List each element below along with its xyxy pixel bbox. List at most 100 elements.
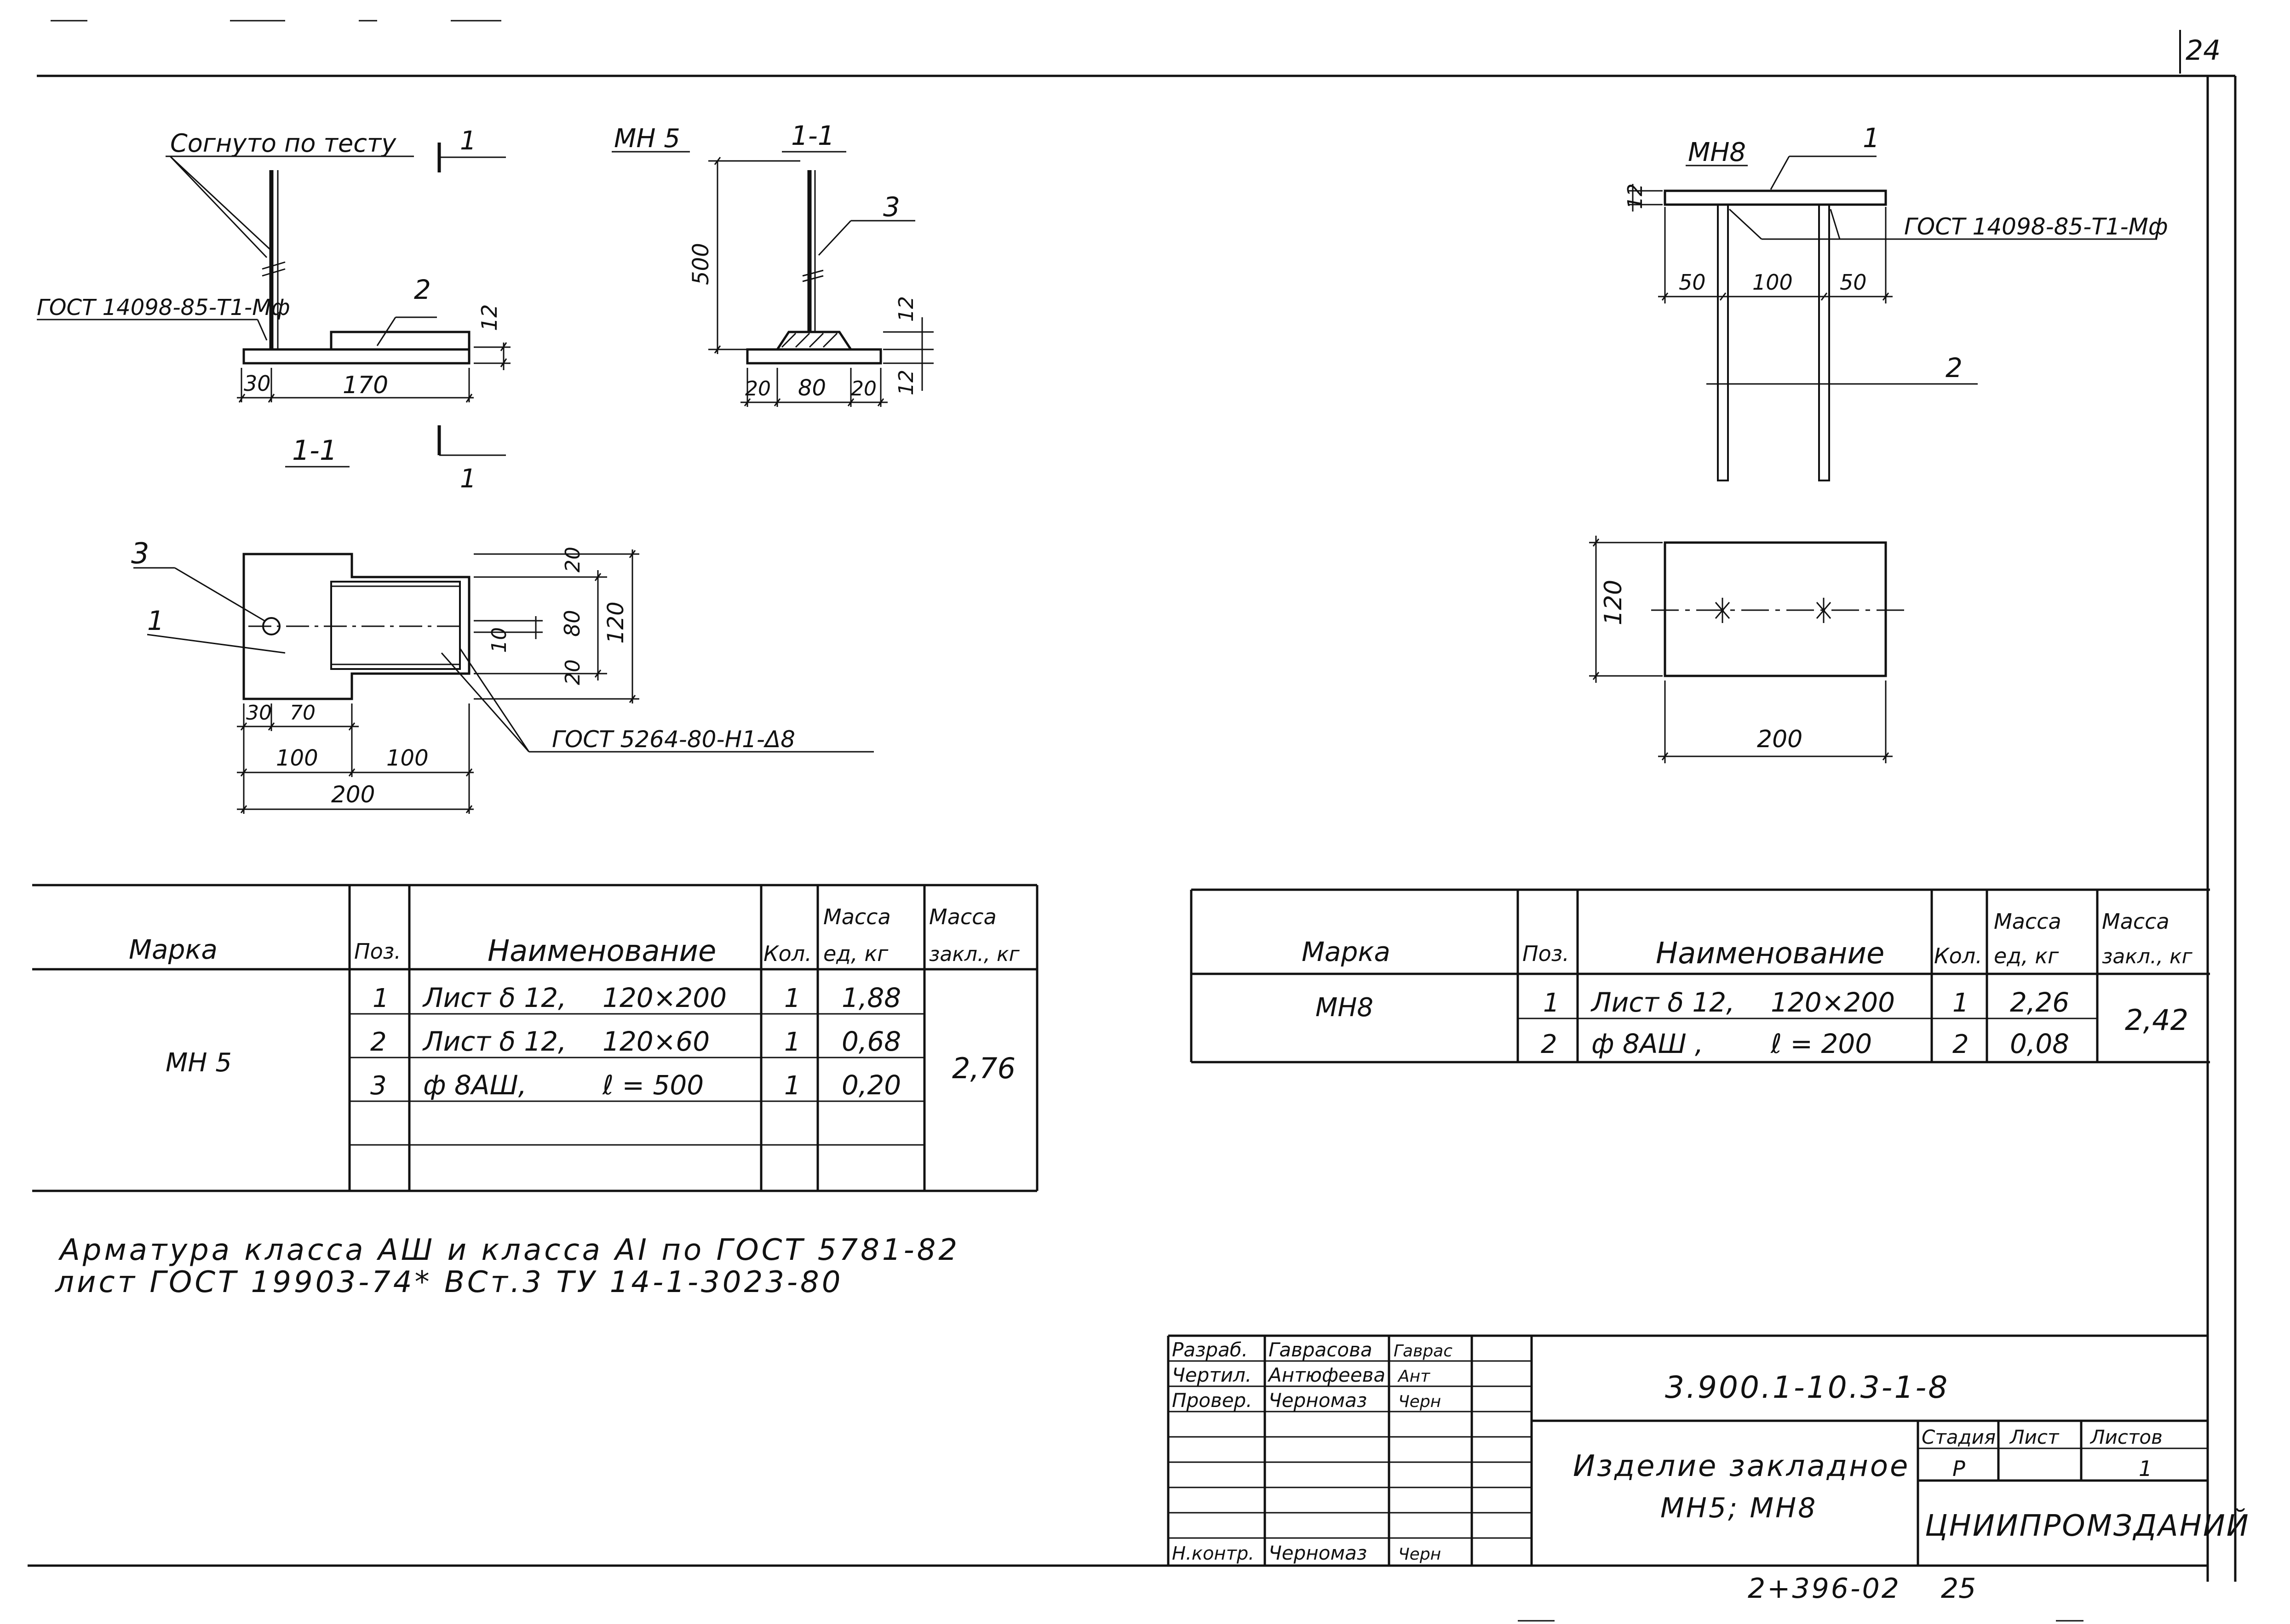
tb-title-line-1: Изделие закладное xyxy=(1573,1449,1910,1483)
t1-head-name: Наименование xyxy=(488,934,716,968)
plan-pos-3: 3 xyxy=(131,537,149,570)
section-caption: 1-1 xyxy=(292,435,337,467)
mn8-plan-dim-120: 120 xyxy=(1600,580,1627,625)
t2-r2-size: ℓ = 200 xyxy=(1770,1028,1872,1059)
tb-role-3: Провер. xyxy=(1172,1389,1252,1412)
plan-dim-20-top: 20 xyxy=(561,547,585,572)
plan-weld-gost: ГОСТ 5264-80-Н1-Δ8 xyxy=(552,726,795,753)
tb-sign-3: Черн xyxy=(1398,1392,1441,1411)
t2-r2-pos: 2 xyxy=(1541,1029,1557,1059)
dim-500: 500 xyxy=(688,243,714,285)
mn5-elevation-view: Согнуто по тесту 1 1 1-1 ГОСТ 14098-85-Т… xyxy=(37,126,511,494)
t1-r3-name: ф 8АШ, xyxy=(423,1069,527,1101)
t2-r1-qty: 1 xyxy=(1952,988,1969,1018)
weld-gost-label: ГОСТ 14098-85-Т1-Мф xyxy=(37,295,290,320)
t1-r2-qty: 1 xyxy=(784,1027,801,1057)
mn8-dim-12: 12 xyxy=(1624,183,1647,209)
tb-organization: ЦНИИПРОМЗДАНИЙ xyxy=(1925,1508,2250,1543)
t2-head-mark: Марка xyxy=(1302,936,1390,967)
t1-head-mark: Марка xyxy=(129,934,218,965)
t2-r2-name: ф 8АШ , xyxy=(1591,1028,1704,1059)
mn8-pos-1: 1 xyxy=(1863,122,1880,154)
dim-20-left: 20 xyxy=(745,377,771,400)
t2-r1-size: 120×200 xyxy=(1771,987,1895,1018)
tb-role-4: Н.контр. xyxy=(1172,1543,1254,1564)
tb-name-4: Черномаз xyxy=(1268,1542,1367,1564)
sheet-number: 24 xyxy=(2186,34,2221,67)
mn8-dim-100: 100 xyxy=(1752,270,1793,295)
t1-r1-name: Лист δ 12, xyxy=(422,982,567,1013)
t1-r1-mass: 1,88 xyxy=(842,982,901,1013)
mn8-pos-2: 2 xyxy=(1946,352,1963,383)
tb-role-2: Чертил. xyxy=(1172,1364,1251,1386)
t1-r3-size: ℓ = 500 xyxy=(602,1069,704,1101)
dim-20-right: 20 xyxy=(851,377,877,400)
tb-title-line-2: МН5; МН8 xyxy=(1660,1492,1817,1524)
t1-r1-size: 120×200 xyxy=(603,982,727,1013)
tb-sign-4: Черн xyxy=(1398,1545,1441,1564)
t1-head-qty: Кол. xyxy=(763,941,812,966)
tb-sheets-header: Листов xyxy=(2089,1426,2163,1448)
t2-r1-mass: 2,26 xyxy=(2010,987,2069,1018)
t2-head-mass-total: Масса xyxy=(2102,909,2169,934)
plan-dim-100-left: 100 xyxy=(276,745,318,771)
mn5-mark: МН 5 xyxy=(614,124,680,154)
tb-sign-1: Гаврас xyxy=(1394,1342,1452,1361)
plan-dim-10: 10 xyxy=(488,627,511,653)
tb-sign-2: Ант xyxy=(1397,1367,1430,1386)
plan-dim-20-bottom: 20 xyxy=(561,659,585,685)
tb-role-1: Разраб. xyxy=(1172,1338,1248,1361)
note-line-1: Арматура класса АШ и класса АI по ГОСТ 5… xyxy=(58,1233,960,1267)
copy-number: 2+396-02 xyxy=(1748,1573,1901,1605)
section-mark-top: 1 xyxy=(460,126,476,156)
dim-12-lower: 12 xyxy=(895,370,918,395)
t2-head-name: Наименование xyxy=(1656,937,1884,971)
plan-dim-120: 120 xyxy=(603,601,629,644)
t1-mark: МН 5 xyxy=(166,1048,232,1078)
t2-r2-mass: 0,08 xyxy=(2010,1028,2069,1059)
dim-12: 12 xyxy=(477,304,502,331)
t1-r2-mass: 0,68 xyxy=(842,1026,901,1057)
tb-stage-value: Р xyxy=(1952,1456,1965,1481)
t1-r3-pos: 3 xyxy=(370,1071,387,1101)
mn8-plan-view: 120 200 xyxy=(1589,536,1904,763)
t1-head-mass-total: Масса xyxy=(929,904,997,929)
t1-r1-qty: 1 xyxy=(784,984,801,1013)
t1-r1-pos: 1 xyxy=(373,984,389,1013)
t2-head-mass-unit2: ед, кг xyxy=(1994,944,2059,968)
plan-dim-80: 80 xyxy=(560,610,585,637)
tb-sheet-header: Лист xyxy=(2009,1426,2060,1448)
mn8-elevation-view: МН8 1 ГОСТ 14098-85-Т1-Мф 2 12 50 100 50 xyxy=(1624,122,2168,481)
spec-table-mn5: Марка Поз. Наименование Кол. Масса ед, к… xyxy=(32,884,1039,1192)
tb-name-2: Антюфеева xyxy=(1267,1364,1385,1386)
t1-head-mass-unit2: ед, кг xyxy=(823,941,889,966)
t2-r2-qty: 2 xyxy=(1952,1029,1969,1059)
plan-dim-200: 200 xyxy=(331,781,375,808)
sheet-frame xyxy=(28,20,2237,1582)
plan-dim-30: 30 xyxy=(246,701,272,725)
pos-label-2: 2 xyxy=(414,274,431,305)
plan-dim-70: 70 xyxy=(290,701,316,725)
plan-dim-100-right: 100 xyxy=(386,745,429,771)
mn5-section-caption: 1-1 xyxy=(791,120,835,151)
t1-r3-mass: 0,20 xyxy=(842,1069,901,1101)
t1-head-mass-total2: закл., кг xyxy=(929,943,1020,966)
section-mark-bottom: 1 xyxy=(460,464,476,494)
t1-head-mass-unit: Масса xyxy=(823,904,891,929)
tb-doc-code: 3.900.1-10.3-1-8 xyxy=(1665,1370,1949,1405)
t1-head-pos: Поз. xyxy=(354,939,401,964)
spec-table-mn8: Марка Поз. Наименование Кол. Масса ед, к… xyxy=(1190,888,2210,1064)
mn8-mark: МН8 xyxy=(1688,137,1746,167)
mn8-dim-50-left: 50 xyxy=(1679,270,1706,295)
material-notes: Арматура класса АШ и класса АI по ГОСТ 5… xyxy=(54,1233,960,1299)
t2-head-mass-unit: Масса xyxy=(1994,909,2061,934)
tb-name-3: Черномаз xyxy=(1268,1389,1367,1412)
plan-pos-1: 1 xyxy=(147,605,164,636)
t1-r2-name: Лист δ 12, xyxy=(422,1026,567,1057)
tb-name-1: Гаврасова xyxy=(1268,1338,1372,1361)
mn8-dim-50-right: 50 xyxy=(1840,270,1867,295)
mn8-plan-dim-200: 200 xyxy=(1757,726,1802,753)
pos-label-3: 3 xyxy=(883,191,900,223)
t1-r2-pos: 2 xyxy=(370,1027,387,1057)
